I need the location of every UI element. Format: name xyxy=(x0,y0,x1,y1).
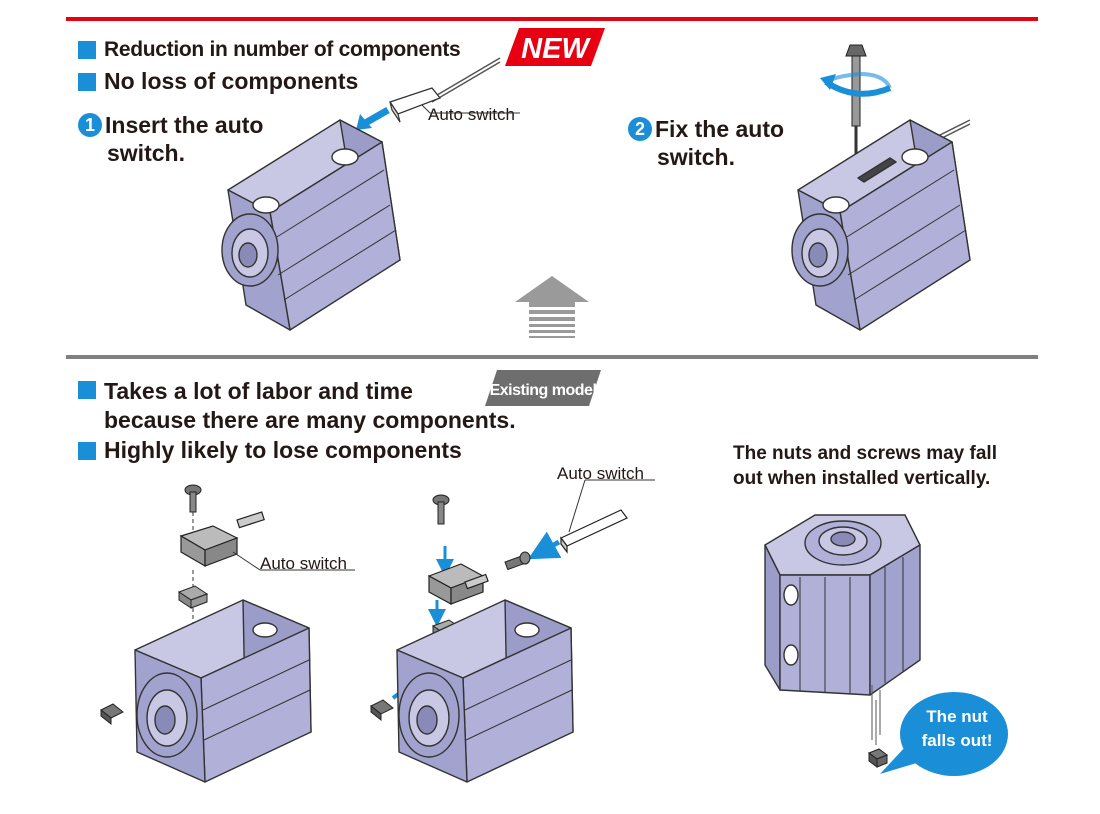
cylinder-illustration-fix xyxy=(791,44,971,331)
existing-bullet-1-line2: because there are many components. xyxy=(104,407,516,433)
bubble-line-2: falls out! xyxy=(922,731,993,750)
screw-part xyxy=(432,494,450,525)
new-badge: NEW xyxy=(505,28,605,66)
rotation-arrow-icon xyxy=(820,71,892,97)
new-bullet-2-text: No loss of components xyxy=(104,68,359,94)
falling-nut-part xyxy=(867,748,889,768)
existing-bullet-1: Takes a lot of labor and time because th… xyxy=(78,377,516,435)
step-1-line1: Insert the auto xyxy=(105,112,264,138)
new-bullet-1: Reduction in number of components xyxy=(78,38,461,62)
up-arrow-icon xyxy=(515,276,589,338)
screw-part-side xyxy=(504,551,531,571)
new-auto-switch-label: Auto switch xyxy=(428,105,515,124)
new-bullet-1-text: Reduction in number of components xyxy=(104,38,461,61)
nut-part-loose xyxy=(100,703,124,726)
note-line-2: out when installed vertically. xyxy=(733,468,991,489)
auto-switch-part xyxy=(179,511,265,568)
existing-auto-switch-label-2: Auto switch xyxy=(557,464,644,483)
auto-switch-part xyxy=(388,57,520,123)
note-line-1: The nuts and screws may fall xyxy=(733,443,997,464)
bubble-line-1: The nut xyxy=(926,707,988,726)
nut-part xyxy=(177,585,209,609)
cylinder-illustration-insert xyxy=(221,57,520,331)
existing-auto-switch-label-1: Auto switch xyxy=(260,554,347,573)
step-2-line2: switch. xyxy=(657,144,735,170)
existing-section-divider xyxy=(66,355,1038,359)
existing-bullet-2: Highly likely to lose components xyxy=(78,437,462,464)
insert-arrow-icon xyxy=(527,531,562,560)
switch-bracket-part xyxy=(427,563,489,606)
new-badge-text: NEW xyxy=(521,33,591,65)
step-2-number: 2 xyxy=(628,117,652,141)
new-section-divider xyxy=(66,17,1038,21)
nut-part-loose xyxy=(370,699,394,722)
exploded-view-1 xyxy=(100,484,355,783)
existing-bullet-2-text: Highly likely to lose components xyxy=(104,437,462,463)
vertical-install-note: The nuts and screws may fall out when in… xyxy=(733,441,997,491)
bullet-square-icon xyxy=(78,381,96,399)
step-2-line1: Fix the auto xyxy=(655,116,785,142)
screw-part xyxy=(184,484,202,513)
auto-switch-part xyxy=(560,509,628,554)
bullet-square-icon xyxy=(78,72,96,91)
vertical-cylinder-illustration xyxy=(764,514,921,768)
bullet-square-icon xyxy=(78,41,96,59)
existing-badge-text: Existing model xyxy=(490,382,597,399)
speech-bubble-icon: The nut falls out! xyxy=(880,692,1008,776)
existing-model-badge: Existing model xyxy=(485,370,601,406)
step-1-line2: switch. xyxy=(107,140,185,166)
existing-bullet-1-line1: Takes a lot of labor and time xyxy=(104,378,413,404)
step-1-number: 1 xyxy=(78,113,102,137)
bullet-square-icon xyxy=(78,441,96,460)
exploded-view-2 xyxy=(370,479,655,783)
new-bullet-2: No loss of components xyxy=(78,68,358,95)
